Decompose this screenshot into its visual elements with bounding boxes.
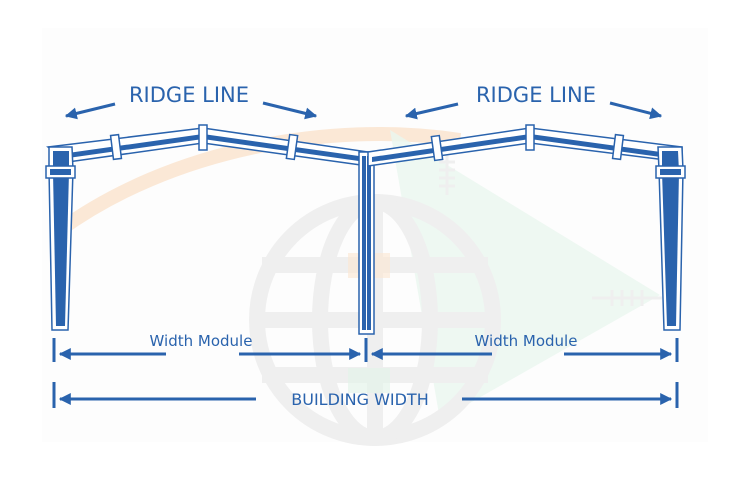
width-module-label-right: Width Module xyxy=(475,332,578,350)
right-column xyxy=(662,151,679,326)
interior-column-flange xyxy=(362,156,366,330)
right-rafter xyxy=(372,134,668,162)
ridge-right-arrow-right xyxy=(609,101,663,120)
building-width-label: BUILDING WIDTH xyxy=(291,390,428,409)
ridge-left-arrow-right xyxy=(262,101,318,120)
ridge-line-label-left: RIDGE LINE xyxy=(129,83,249,107)
left-rafter xyxy=(68,134,366,162)
watermark-green-arrow xyxy=(390,130,660,420)
left-span-frame xyxy=(45,124,369,331)
ridge-line-label-right: RIDGE LINE xyxy=(476,83,596,107)
ridge-right-arrow-left xyxy=(404,102,459,120)
ridge-splice-plate xyxy=(525,124,535,151)
interior-column-flange xyxy=(367,156,371,330)
knee-plate-inner xyxy=(50,169,71,175)
left-column xyxy=(53,151,69,326)
right-span-frame xyxy=(367,124,686,331)
interior-column xyxy=(358,151,375,335)
watermark-logo xyxy=(55,127,662,446)
width-module-label-left: Width Module xyxy=(150,332,253,350)
watermark-insulator-icon xyxy=(439,155,662,306)
ridge-left-arrow-left xyxy=(64,102,116,120)
interior-column-outline xyxy=(358,151,375,335)
splice-plate xyxy=(611,133,625,161)
splice-plate xyxy=(430,134,444,162)
knee-plate-inner xyxy=(660,169,681,175)
watermark-green-block xyxy=(348,368,390,393)
splice-plate xyxy=(285,133,299,161)
splice-plate xyxy=(109,133,123,161)
ridge-splice-plate xyxy=(198,124,208,151)
